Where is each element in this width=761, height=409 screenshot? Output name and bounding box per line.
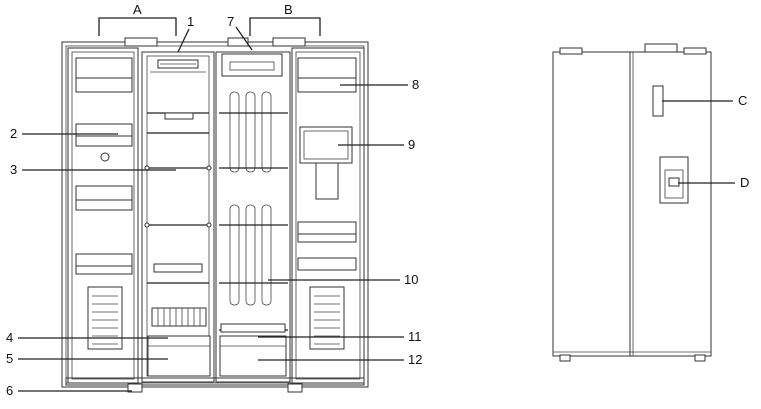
door-bin [75, 57, 133, 79]
callout-b: B [284, 2, 293, 17]
callout-lines [18, 26, 408, 392]
callout-12: 12 [408, 352, 422, 367]
callout-labels: A B 1 7 2 3 4 5 6 8 9 10 11 12 C D [6, 2, 749, 398]
callout-6: 6 [6, 383, 13, 398]
crisper-drawer [219, 335, 287, 377]
hinge-right [272, 37, 306, 47]
door-bin [75, 253, 133, 267]
callout-d: D [740, 175, 749, 190]
bracket-a [98, 17, 177, 36]
door-bin [75, 77, 133, 93]
freezer-door [67, 47, 139, 384]
callout-5: 5 [6, 351, 13, 366]
freezer-bottom-vent [151, 307, 207, 327]
callout-4: 4 [6, 330, 13, 345]
front-view-closed [552, 43, 712, 362]
hinge-left [124, 37, 158, 47]
freezer-compartment [141, 51, 215, 383]
callout-10: 10 [404, 272, 418, 287]
callout-11: 11 [408, 329, 422, 344]
adjustable-foot [287, 383, 303, 393]
door-vent-left [87, 286, 123, 350]
door-bin [297, 257, 357, 271]
callout-1: 1 [187, 14, 194, 29]
fridge-door [291, 47, 365, 384]
adjustable-foot [127, 383, 143, 393]
control-display-panel [652, 85, 664, 117]
callout-a: A [133, 2, 142, 17]
door-bin [297, 221, 357, 235]
freezer-drawer [147, 335, 211, 377]
fridge-cabinet-outline [61, 41, 369, 388]
door-bin [297, 57, 357, 79]
door-bin [75, 185, 133, 201]
callout-c: C [738, 93, 747, 108]
door-bin [75, 199, 133, 211]
door-vent-right [309, 286, 345, 350]
callout-8: 8 [412, 77, 419, 92]
cabinet-closed-outline [552, 51, 712, 357]
crisper-cover [220, 323, 286, 333]
front-view-open [61, 17, 369, 393]
callout-7: 7 [227, 14, 234, 29]
callout-9: 9 [408, 137, 415, 152]
base-plinth [65, 377, 365, 386]
bracket-b [249, 17, 321, 36]
fridge-light [221, 53, 283, 77]
ice-maker-knob [100, 152, 110, 162]
callout-2: 2 [10, 126, 17, 141]
callout-3: 3 [10, 162, 17, 177]
fridge-compartment [215, 51, 291, 383]
